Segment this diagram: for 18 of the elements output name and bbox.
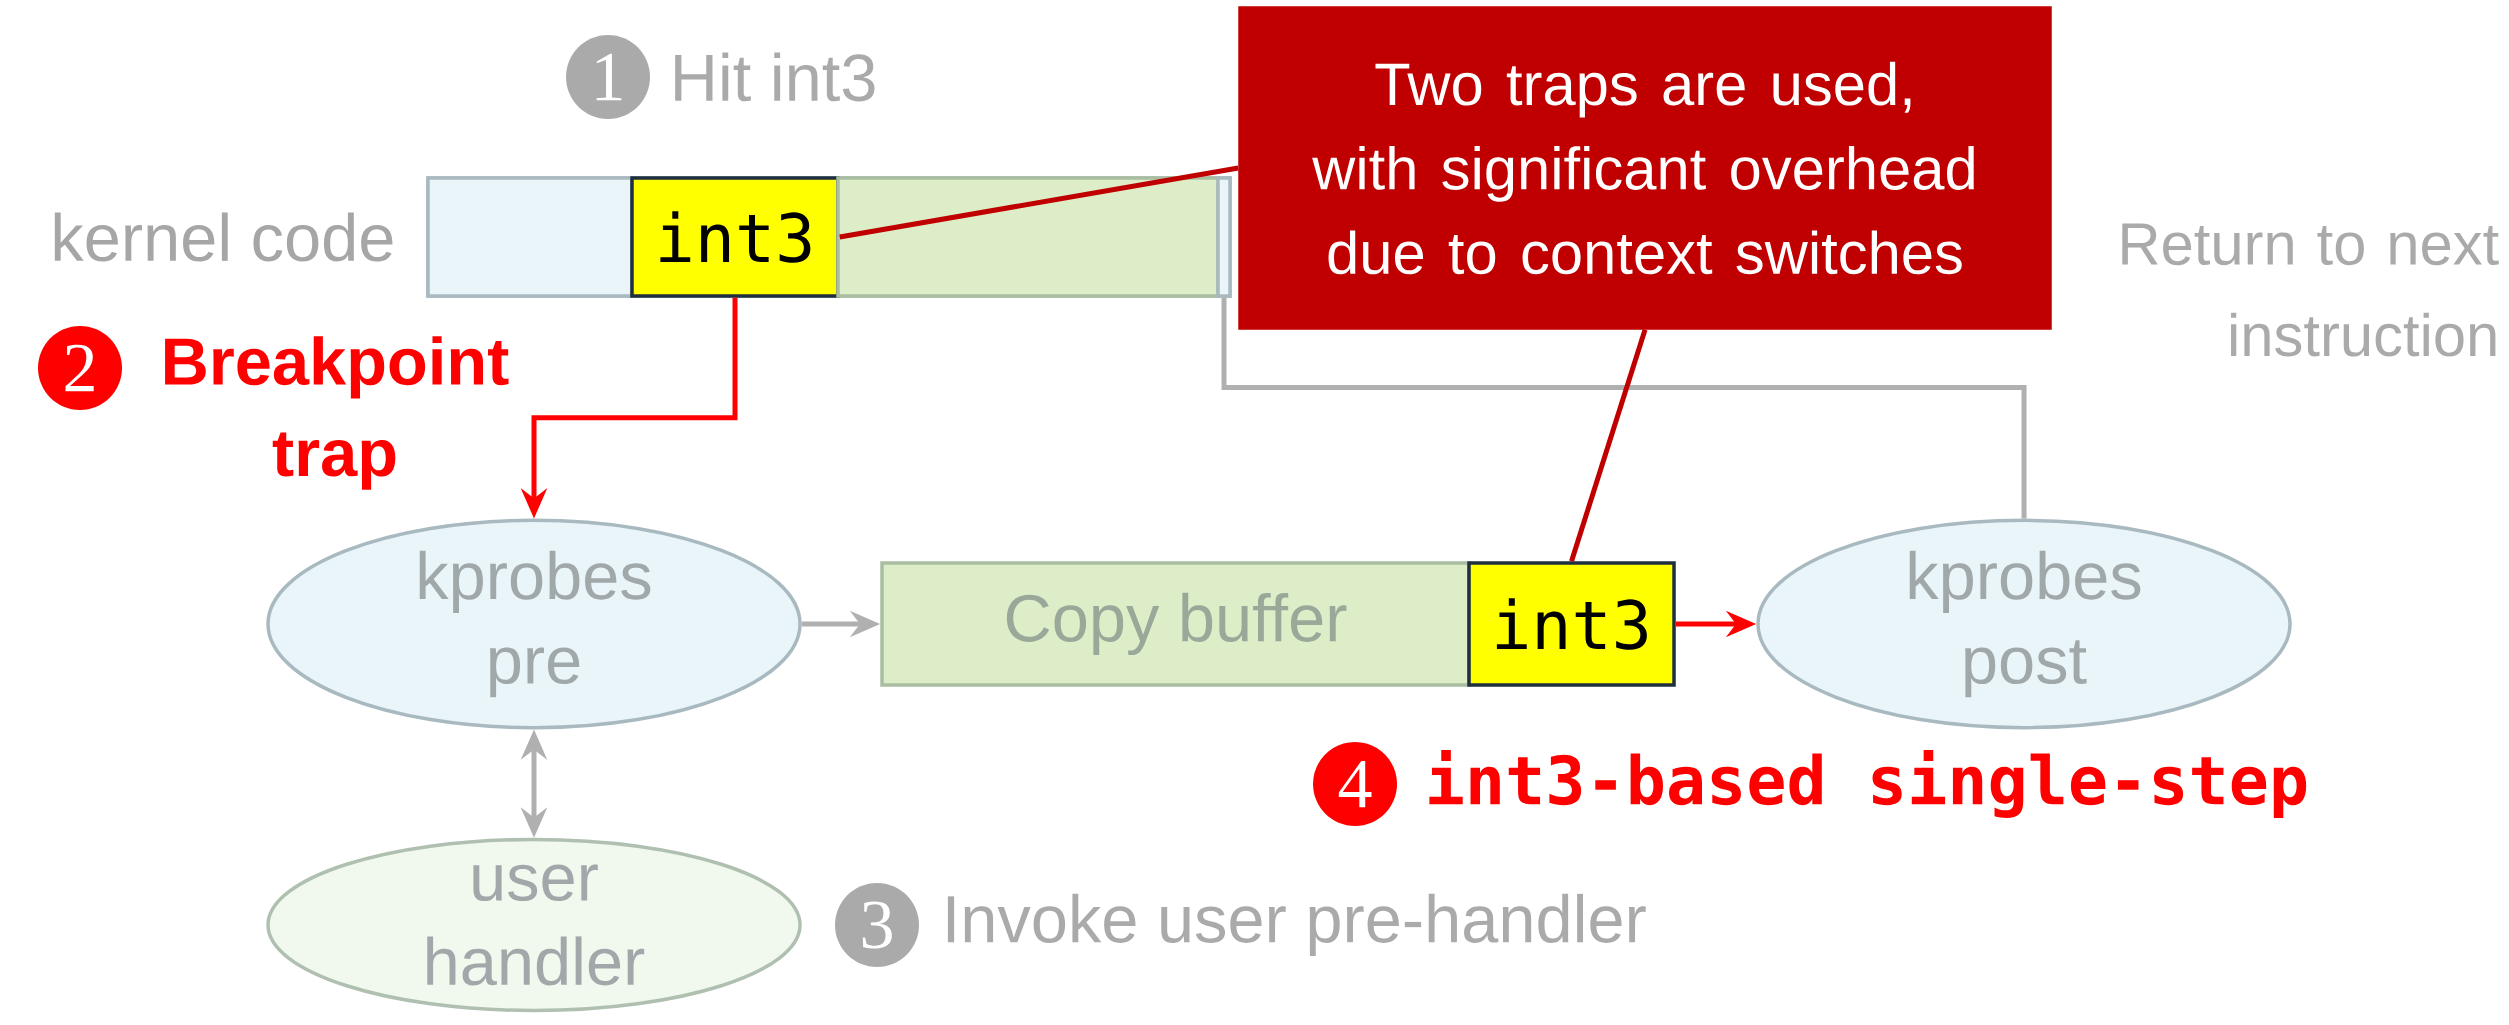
connector-line: [1221, 297, 2027, 519]
step-label: Return to next instruction: [2122, 223, 2499, 357]
instruction-box: int3: [630, 176, 840, 298]
leader-line: [1569, 328, 1648, 562]
step-label: Invoke user pre-handler: [947, 893, 1646, 957]
step-label: Breakpoint trap: [165, 336, 509, 490]
leader-line: [839, 165, 1239, 240]
side-label: kernel code: [54, 212, 393, 262]
process-box: Copy buffer: [880, 561, 1471, 687]
step-label: Hit int3: [675, 52, 875, 102]
step-number: 1: [566, 35, 650, 119]
code-segment: [1216, 176, 1232, 298]
step-number: 3: [835, 883, 919, 967]
step-label: int3-based single-step: [1429, 749, 2307, 819]
instruction-box: int3: [1467, 561, 1676, 687]
step-number: 4: [1313, 742, 1397, 826]
step-number: 2: [38, 326, 122, 410]
callout-box: Two traps are used, with significant overhead due to context switches: [1238, 6, 2052, 330]
